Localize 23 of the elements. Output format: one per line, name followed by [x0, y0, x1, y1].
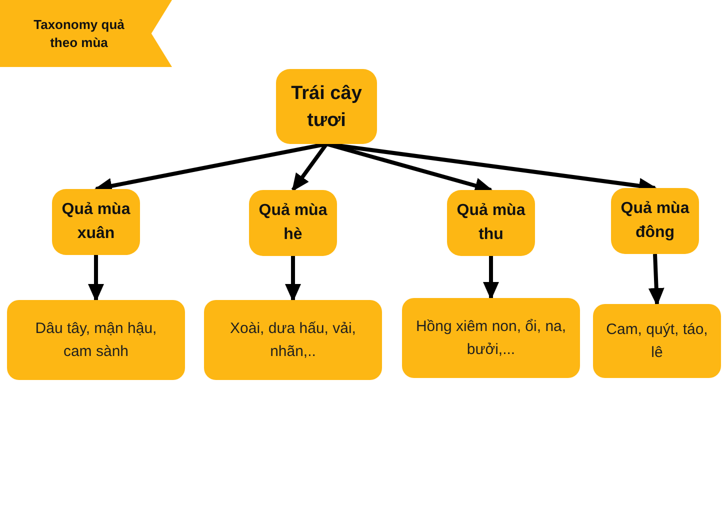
category-box	[52, 189, 140, 255]
diagram-title: Taxonomy quả theo mùa	[32, 16, 126, 52]
arrow	[648, 254, 664, 306]
example-box	[204, 300, 382, 380]
node-label: Hồng xiêm non, ổi, na, bưởi,...	[414, 317, 568, 360]
arrow	[88, 255, 104, 302]
example-box	[593, 304, 721, 378]
arrow	[483, 256, 499, 300]
category-box	[611, 188, 699, 254]
arrow	[285, 256, 301, 302]
node-label: Dâu tây, mận hậu, cam sành	[34, 319, 158, 362]
node-label: Quả mùa hè	[258, 201, 328, 245]
example-box	[7, 300, 185, 380]
node-label: Trái cây tươi	[290, 82, 363, 132]
node-label: Quả mùa đông	[620, 199, 690, 243]
category-box	[447, 190, 535, 256]
node-label: Xoài, dưa hấu, vải, nhãn,..	[229, 319, 357, 362]
root-box	[276, 69, 377, 144]
example-box	[402, 298, 580, 378]
category-box	[249, 190, 337, 256]
node-label: Cam, quýt, táo, lê	[605, 320, 709, 363]
node-label: Quả mùa xuân	[60, 200, 132, 244]
node-label: Quả mùa thu	[456, 201, 526, 245]
